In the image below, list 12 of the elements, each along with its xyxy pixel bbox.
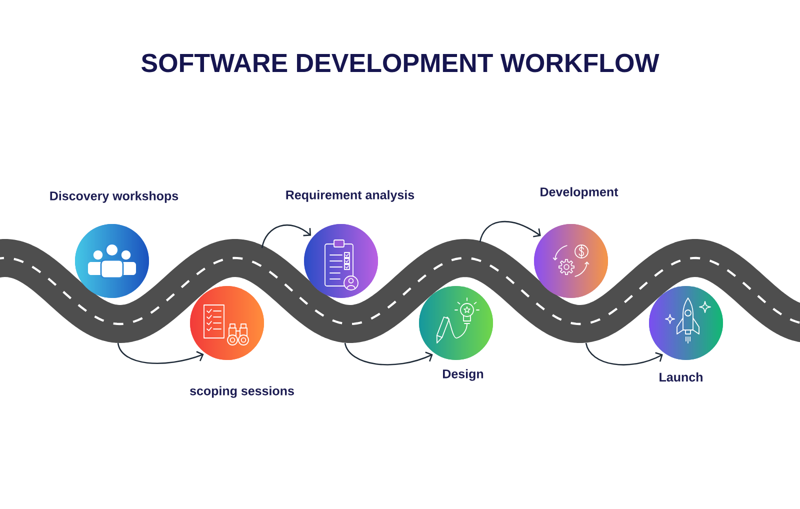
arrow (344, 342, 433, 366)
step-label: Discovery workshops (50, 191, 178, 203)
arrow (479, 220, 541, 242)
arrow (261, 224, 312, 248)
title: SOFTWARE DEVELOPMENT WORKFLOW (142, 54, 660, 72)
arrow (585, 342, 663, 366)
step-label: Development (540, 187, 618, 199)
step-label: Launch (660, 372, 702, 382)
step-label: scoping sessions (190, 386, 294, 398)
step-label: Design (443, 369, 484, 381)
arrow (117, 342, 204, 364)
step-label: Requirement analysis (286, 190, 414, 202)
